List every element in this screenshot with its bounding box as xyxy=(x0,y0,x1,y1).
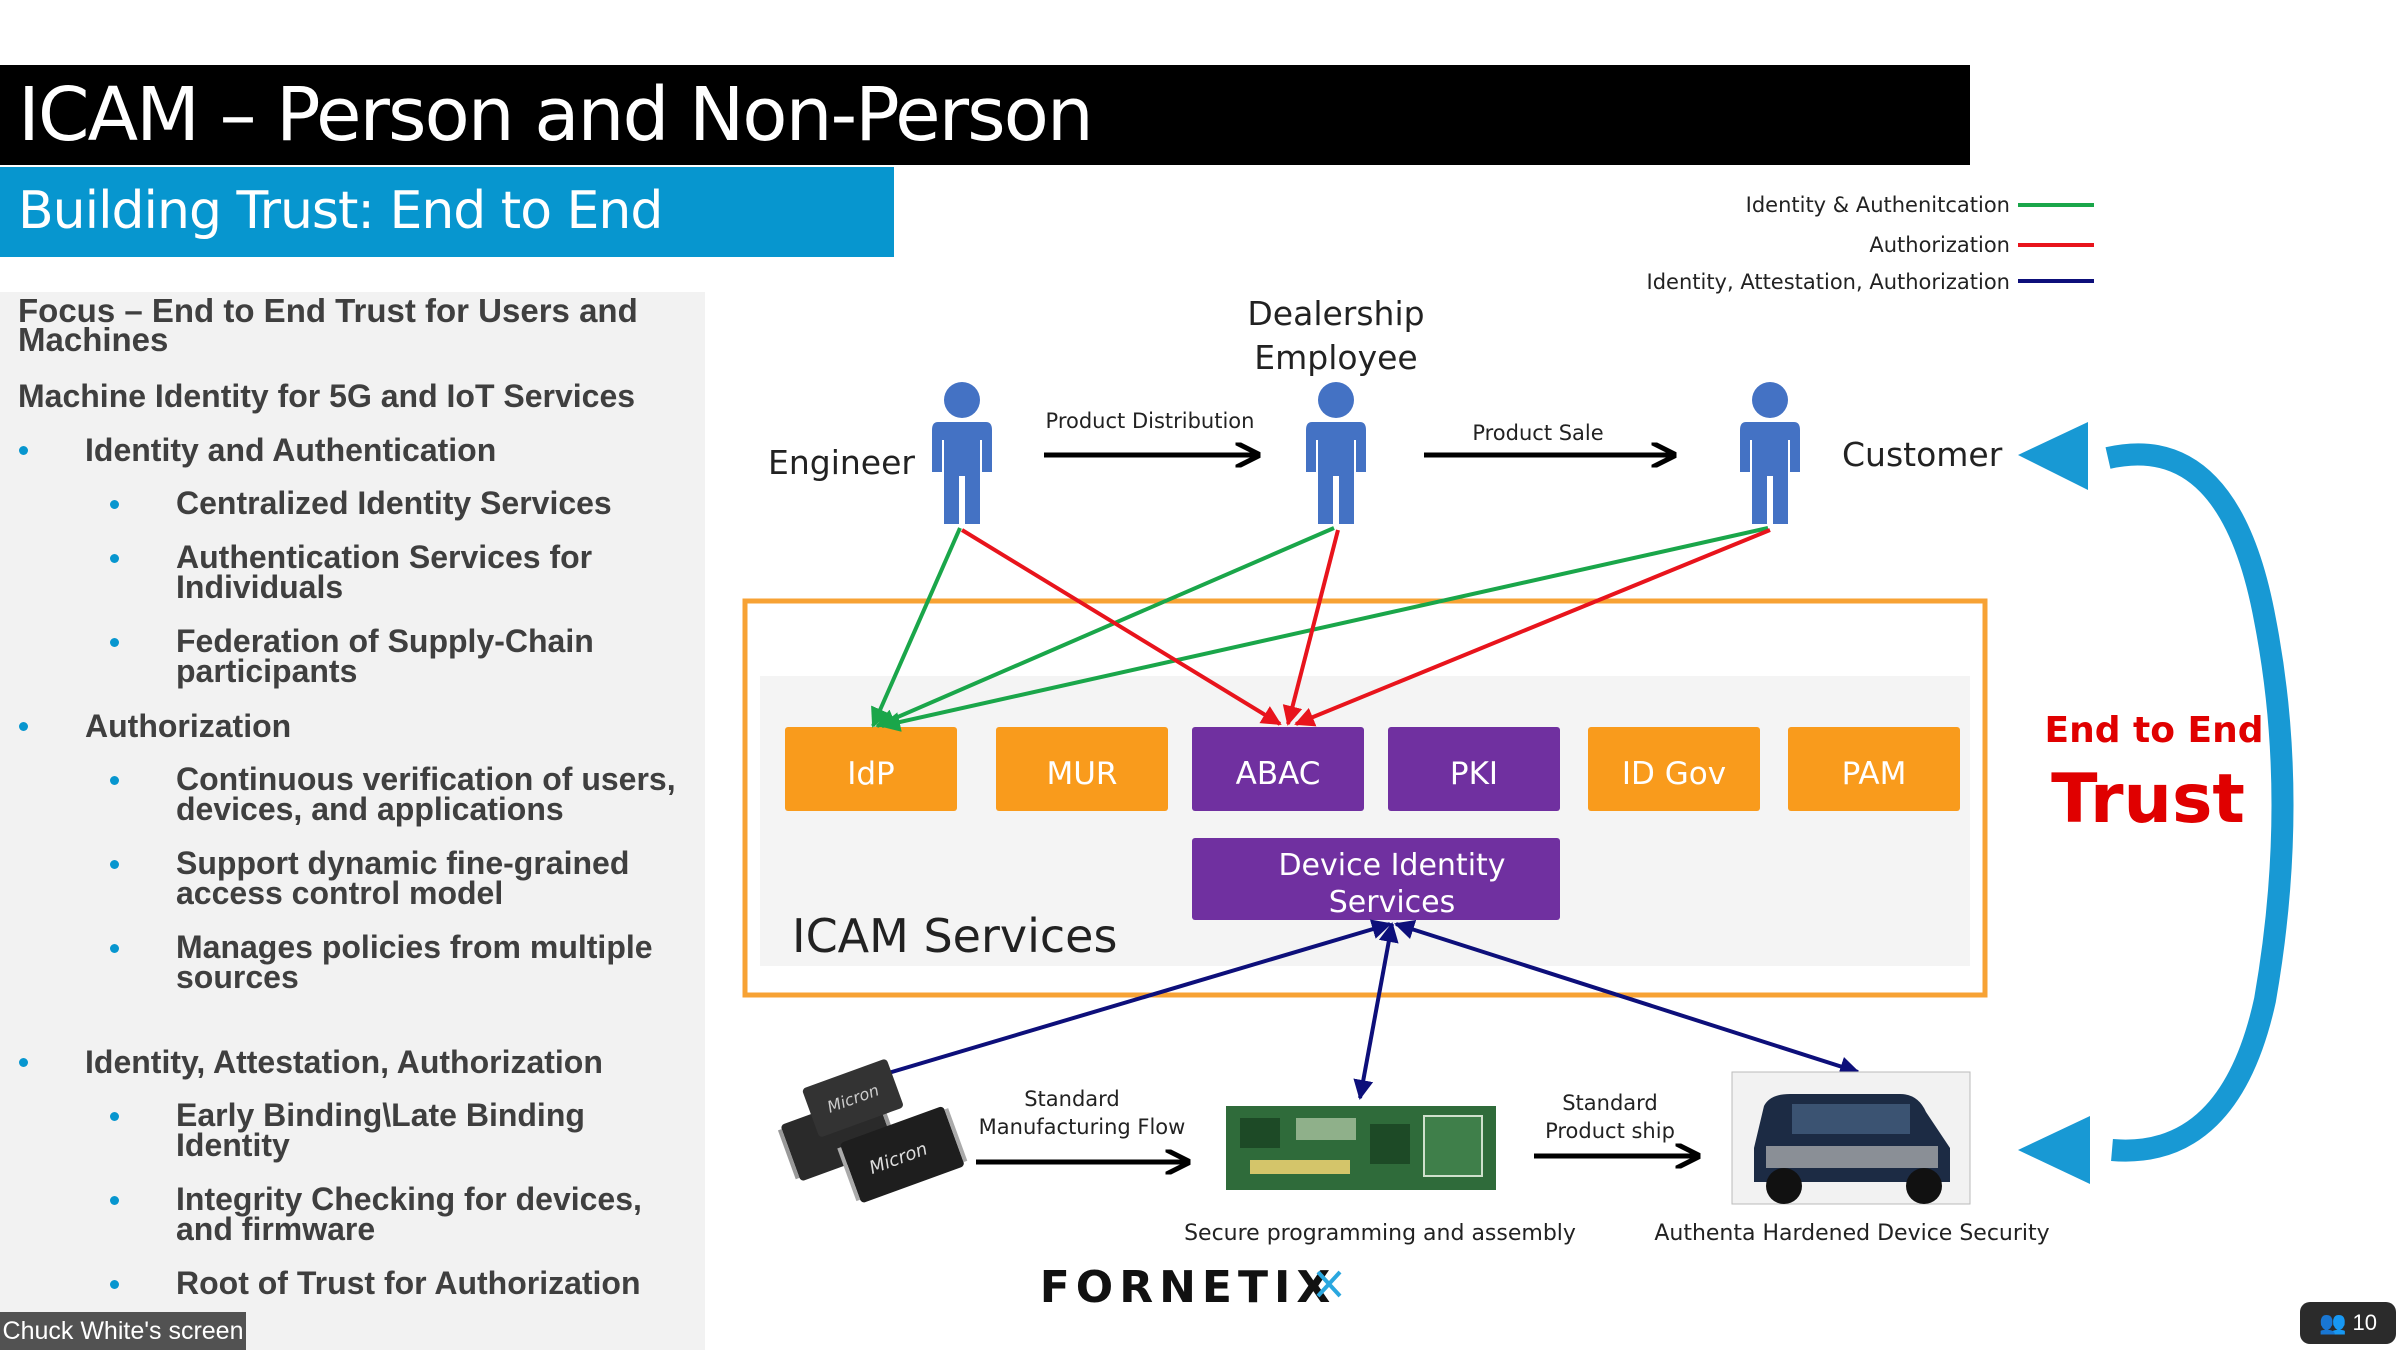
list-item: Federation of Supply-Chain xyxy=(176,623,594,659)
focus-line-2: Machines xyxy=(18,321,169,358)
bullet-icon xyxy=(110,554,119,563)
trust-arrow-head-top xyxy=(2018,422,2088,490)
navy-arrow-device-identity-truck xyxy=(1394,919,1860,1077)
service-box-pki[interactable]: PKI xyxy=(1388,727,1560,811)
green-arrow-customer-idp xyxy=(880,526,1769,732)
manufacturing-flow-label-line-1: Standard xyxy=(1024,1087,1120,1111)
bullet-icon xyxy=(19,446,28,455)
navy-arrow-device-identity-chips xyxy=(856,919,1392,1087)
screen-share-label: Chuck White's screen xyxy=(0,1312,246,1350)
bullet-icon xyxy=(110,776,119,785)
service-label: PKI xyxy=(1450,756,1498,792)
list-item: Integrity Checking for devices, xyxy=(176,1181,642,1217)
bullet-icon xyxy=(110,500,119,509)
product-ship-label-line-2: Product ship xyxy=(1545,1119,1675,1143)
service-box-idp[interactable]: IdP xyxy=(785,727,957,811)
slide-subtitle: Building Trust: End to End xyxy=(18,181,663,241)
service-box-pam[interactable]: PAM xyxy=(1788,727,1960,811)
left-text-panel: Focus – End to End Trust for Users and M… xyxy=(0,292,705,1350)
participant-count: 10 xyxy=(2352,1310,2377,1335)
pcb-board-image xyxy=(1226,1106,1496,1190)
pickup-truck-image xyxy=(1731,1071,1971,1205)
engineer-person-icon xyxy=(932,382,992,524)
bullet-icon xyxy=(19,722,28,731)
fornetix-logo: FORNETIX xyxy=(1040,1262,1337,1313)
fornetix-logo-mark-icon xyxy=(1316,1270,1342,1298)
pcb-caption: Secure programming and assembly xyxy=(1184,1221,1576,1246)
customer-label: Customer xyxy=(1842,435,2003,474)
list-item: Individuals xyxy=(176,569,344,605)
participants-button[interactable]: 👥 10 xyxy=(2300,1302,2396,1344)
engineer-label: Engineer xyxy=(768,443,915,482)
focus-line-1: Focus – End to End Trust for Users and xyxy=(18,292,638,329)
truck-caption: Authenta Hardened Device Security xyxy=(1654,1221,2049,1246)
trust-label-line-2: Trust xyxy=(2051,760,2245,839)
list-item: and firmware xyxy=(176,1211,376,1247)
device-identity-line-1: Device Identity xyxy=(1278,848,1505,883)
bullet-icon xyxy=(110,1280,119,1289)
product-sale-label: Product Sale xyxy=(1472,421,1603,445)
red-arrow-engineer-abac xyxy=(960,528,1282,726)
bullet-icon xyxy=(19,1058,28,1067)
list-item: Identity xyxy=(176,1127,290,1163)
service-label: PAM xyxy=(1842,756,1907,792)
list-item: Authentication Services for xyxy=(176,539,593,575)
list-item: Centralized Identity Services xyxy=(176,485,612,521)
red-arrow-dealership-abac xyxy=(1282,529,1340,726)
customer-person-icon xyxy=(1740,382,1800,524)
device-identity-line-2: Services xyxy=(1329,885,1456,920)
list-item: access control model xyxy=(176,875,504,911)
bullet-icon xyxy=(110,1196,119,1205)
list-item: Continuous verification of users, xyxy=(176,761,676,797)
list-item: participants xyxy=(176,653,358,689)
bullet-icon xyxy=(110,944,119,953)
device-identity-services-box[interactable]: Device Identity Services xyxy=(1192,838,1560,920)
bullet-icon xyxy=(110,860,119,869)
service-label: IdP xyxy=(847,756,895,792)
section-authorization: Authorization xyxy=(85,708,292,744)
green-arrow-engineer-idp xyxy=(871,527,962,728)
trust-label-line-1: End to End xyxy=(2045,710,2264,751)
navy-arrow-device-identity-pcb xyxy=(1353,922,1399,1100)
list-item: Root of Trust for Authorization xyxy=(176,1265,641,1301)
legend-label-identity-attestation-authorization: Identity, Attestation, Authorization xyxy=(1647,270,2011,294)
service-box-abac[interactable]: ABAC xyxy=(1192,727,1364,811)
dealership-label-line-1: Dealership xyxy=(1247,294,1424,333)
trust-curved-arrow xyxy=(2105,443,2294,1162)
legend-label-authorization: Authorization xyxy=(1869,233,2010,257)
subtitle-bar: Building Trust: End to End xyxy=(0,167,894,257)
dealership-label-line-2: Employee xyxy=(1254,338,1417,377)
green-arrow-dealership-idp xyxy=(875,526,1335,729)
list-item: Manages policies from multiple xyxy=(176,929,653,965)
bullet-icon xyxy=(110,638,119,647)
service-box-id-gov[interactable]: ID Gov xyxy=(1588,727,1760,811)
slide-title: ICAM – Person and Non-Person xyxy=(18,72,1094,158)
legend-label-identity-authentication: Identity & Authenitcation xyxy=(1746,193,2010,217)
service-label: ID Gov xyxy=(1622,756,1726,792)
participants-icon: 👥 xyxy=(2318,1310,2347,1335)
icam-services-label: ICAM Services xyxy=(792,909,1117,963)
list-item: sources xyxy=(176,959,299,995)
list-item: devices, and applications xyxy=(176,791,564,827)
bullet-icon xyxy=(110,1112,119,1121)
micron-chips-image: Micron Micron xyxy=(777,1059,968,1203)
title-bar: ICAM – Person and Non-Person xyxy=(0,65,1970,165)
machine-identity-heading: Machine Identity for 5G and IoT Services xyxy=(18,378,636,414)
trust-arrow-head-bottom xyxy=(2018,1116,2090,1184)
legend: Identity & Authenitcation Authorization … xyxy=(1647,193,2094,294)
list-item: Support dynamic fine-grained xyxy=(176,845,630,881)
section-identity-authentication: Identity and Authentication xyxy=(85,432,497,468)
list-item: Early Binding\Late Binding xyxy=(176,1097,585,1133)
dealership-person-icon xyxy=(1306,382,1366,524)
product-distribution-label: Product Distribution xyxy=(1046,409,1255,433)
product-ship-label-line-1: Standard xyxy=(1562,1091,1658,1115)
service-label: ABAC xyxy=(1236,756,1321,792)
service-box-mur[interactable]: MUR xyxy=(996,727,1168,811)
manufacturing-flow-label-line-2: Manufacturing Flow xyxy=(979,1115,1186,1139)
service-label: MUR xyxy=(1047,756,1118,792)
section-identity-attestation-authorization: Identity, Attestation, Authorization xyxy=(85,1044,603,1080)
red-arrow-customer-abac xyxy=(1294,528,1771,727)
